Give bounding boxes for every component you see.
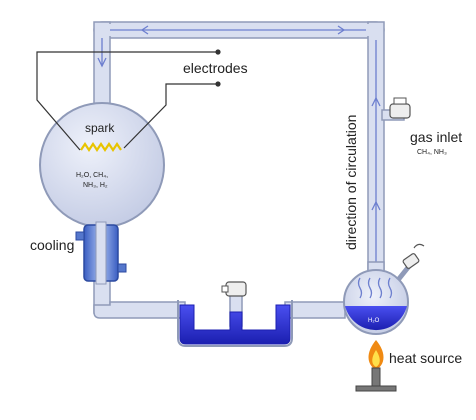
label-direction: direction of circulation [343,115,359,250]
label-water: H₂O [368,318,380,324]
stopcock-gas-inlet-icon[interactable] [389,97,411,119]
spark-icon [80,142,122,152]
flask-stopper-icon[interactable] [402,243,425,269]
label-flask-contents-1: H₂O, CH₄, [76,172,108,179]
label-gas-inlet-sub: CH₄, NH₃ [417,149,447,156]
label-electrodes: electrodes [183,60,248,76]
label-spark: spark [85,121,115,135]
electrode-wires [36,49,221,151]
burner [355,340,397,392]
label-cooling: cooling [30,237,74,253]
cooling-condenser [75,221,127,285]
label-gas-inlet: gas inlet [410,129,462,145]
label-flask-contents-2: NH₃, H₂ [83,182,108,189]
vapor-waves-icon [357,277,393,299]
label-heat-source: heat source [389,350,462,366]
u-trap-liquid [179,304,291,345]
stopcock-bottom-icon[interactable] [221,281,247,297]
boiling-flask [343,261,412,335]
